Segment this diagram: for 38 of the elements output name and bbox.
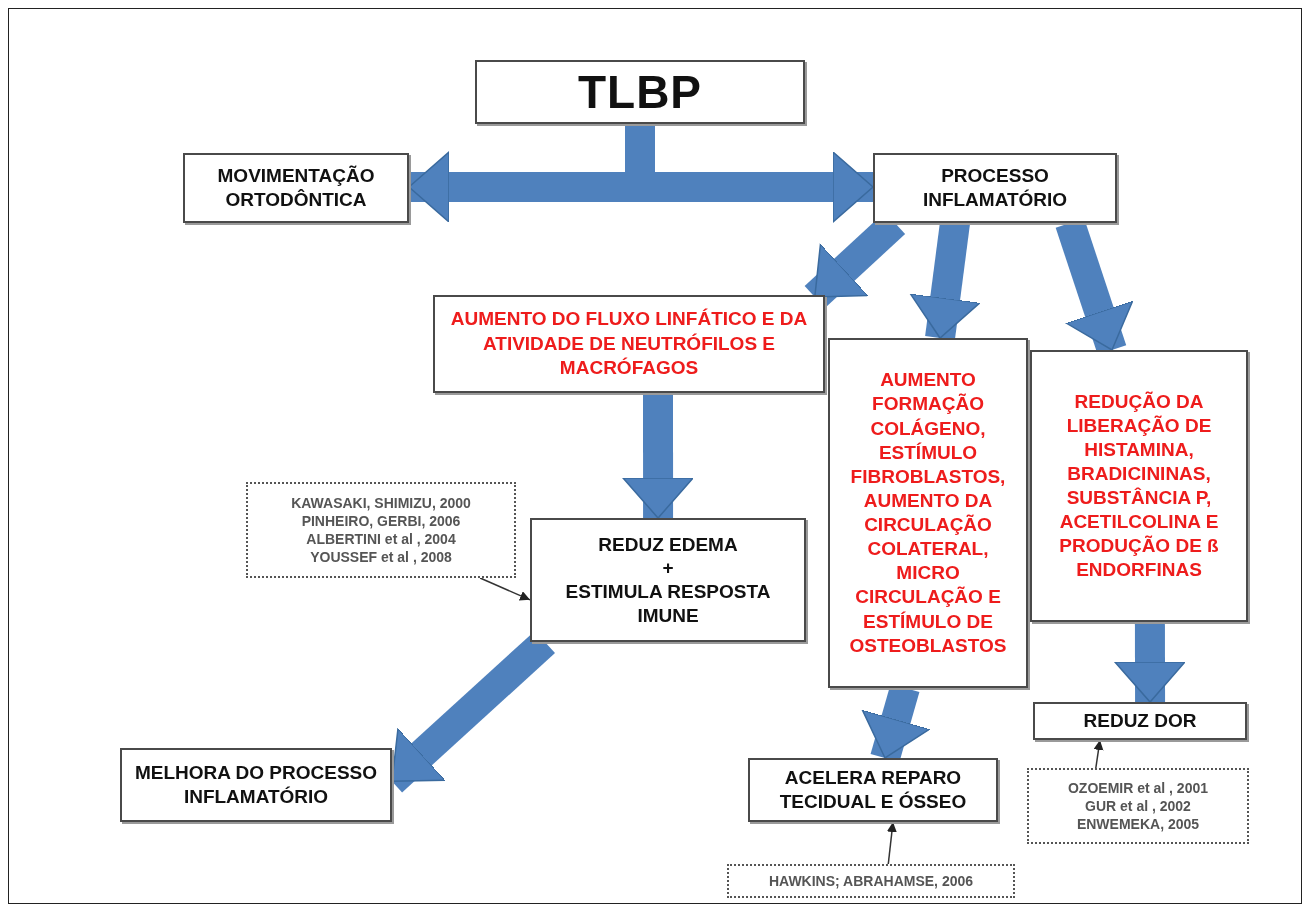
box-text: MOVIMENTAÇÃO ORTODÔNTICA — [216, 164, 376, 212]
box-text: + — [662, 556, 674, 580]
leader-line — [479, 577, 531, 601]
reference-box — [727, 864, 1015, 898]
leader-line — [886, 821, 897, 865]
box-text: PROCESSO INFLAMATÓRIO — [921, 164, 1069, 212]
process-box — [183, 153, 409, 223]
box-text: AUMENTO FORMAÇÃO COLÁGENO, ESTÍMULO FIBROBLASTOS, AUMENTO DA CIRCULAÇÃO COLATERAL, MICRO CIRCULAÇÃO E ESTÍMULO DE OSTEOBLASTOS — [848, 368, 1008, 658]
box-text: TLBP — [577, 66, 703, 118]
leader-line — [1093, 739, 1104, 769]
reference-text: GUR et al , 2002 — [1085, 796, 1191, 816]
box-text: ACELERA REPARO TECIDUAL E ÓSSEO — [778, 766, 968, 814]
reference-text: KAWASAKI, SHIMIZU, 2000 — [291, 493, 471, 512]
effect-box — [828, 338, 1028, 688]
reference-text: OZOEMIR et al , 2001 — [1067, 778, 1209, 797]
block-arrow — [1114, 621, 1186, 703]
reference-text: ENWEMEKA, 2005 — [1076, 815, 1200, 834]
reference-box — [1027, 768, 1249, 844]
box-text: REDUZ DOR — [1083, 709, 1197, 733]
box-text: REDUÇÃO DA LIBERAÇÃO DE HISTAMINA, BRADICININAS, SUBSTÂNCIA P, ACETILCOLINA E PRODUÇÃO DE ß ENDORFINAS — [1058, 389, 1220, 583]
reference-box — [246, 482, 516, 578]
box-text: AUMENTO DO FLUXO LINFÁTICO E DA ATIVIDADE DE NEUTRÓFILOS E MACRÓFAGOS — [449, 306, 809, 381]
outcome-box — [530, 518, 806, 642]
block-arrow — [622, 393, 694, 519]
outcome-box — [120, 748, 392, 822]
reference-text: PINHEIRO, GERBI, 2006 — [301, 511, 461, 530]
title-box — [475, 60, 805, 124]
effect-box — [1030, 350, 1248, 622]
outcome-box — [1033, 702, 1247, 740]
box-text: REDUZ EDEMA — [598, 532, 738, 557]
reference-text: YOUSSEF et al , 2008 — [310, 548, 452, 567]
reference-text: HAWKINS; ABRAHAMSE, 2006 — [768, 872, 974, 890]
box-text: ESTIMULA RESPOSTA IMUNE — [564, 580, 772, 628]
box-text: MELHORA DO PROCESSO INFLAMATÓRIO — [133, 761, 379, 809]
effect-box — [433, 295, 825, 393]
outcome-box — [748, 758, 998, 822]
reference-text: ALBERTINI et al , 2004 — [306, 530, 456, 549]
process-box — [873, 153, 1117, 223]
